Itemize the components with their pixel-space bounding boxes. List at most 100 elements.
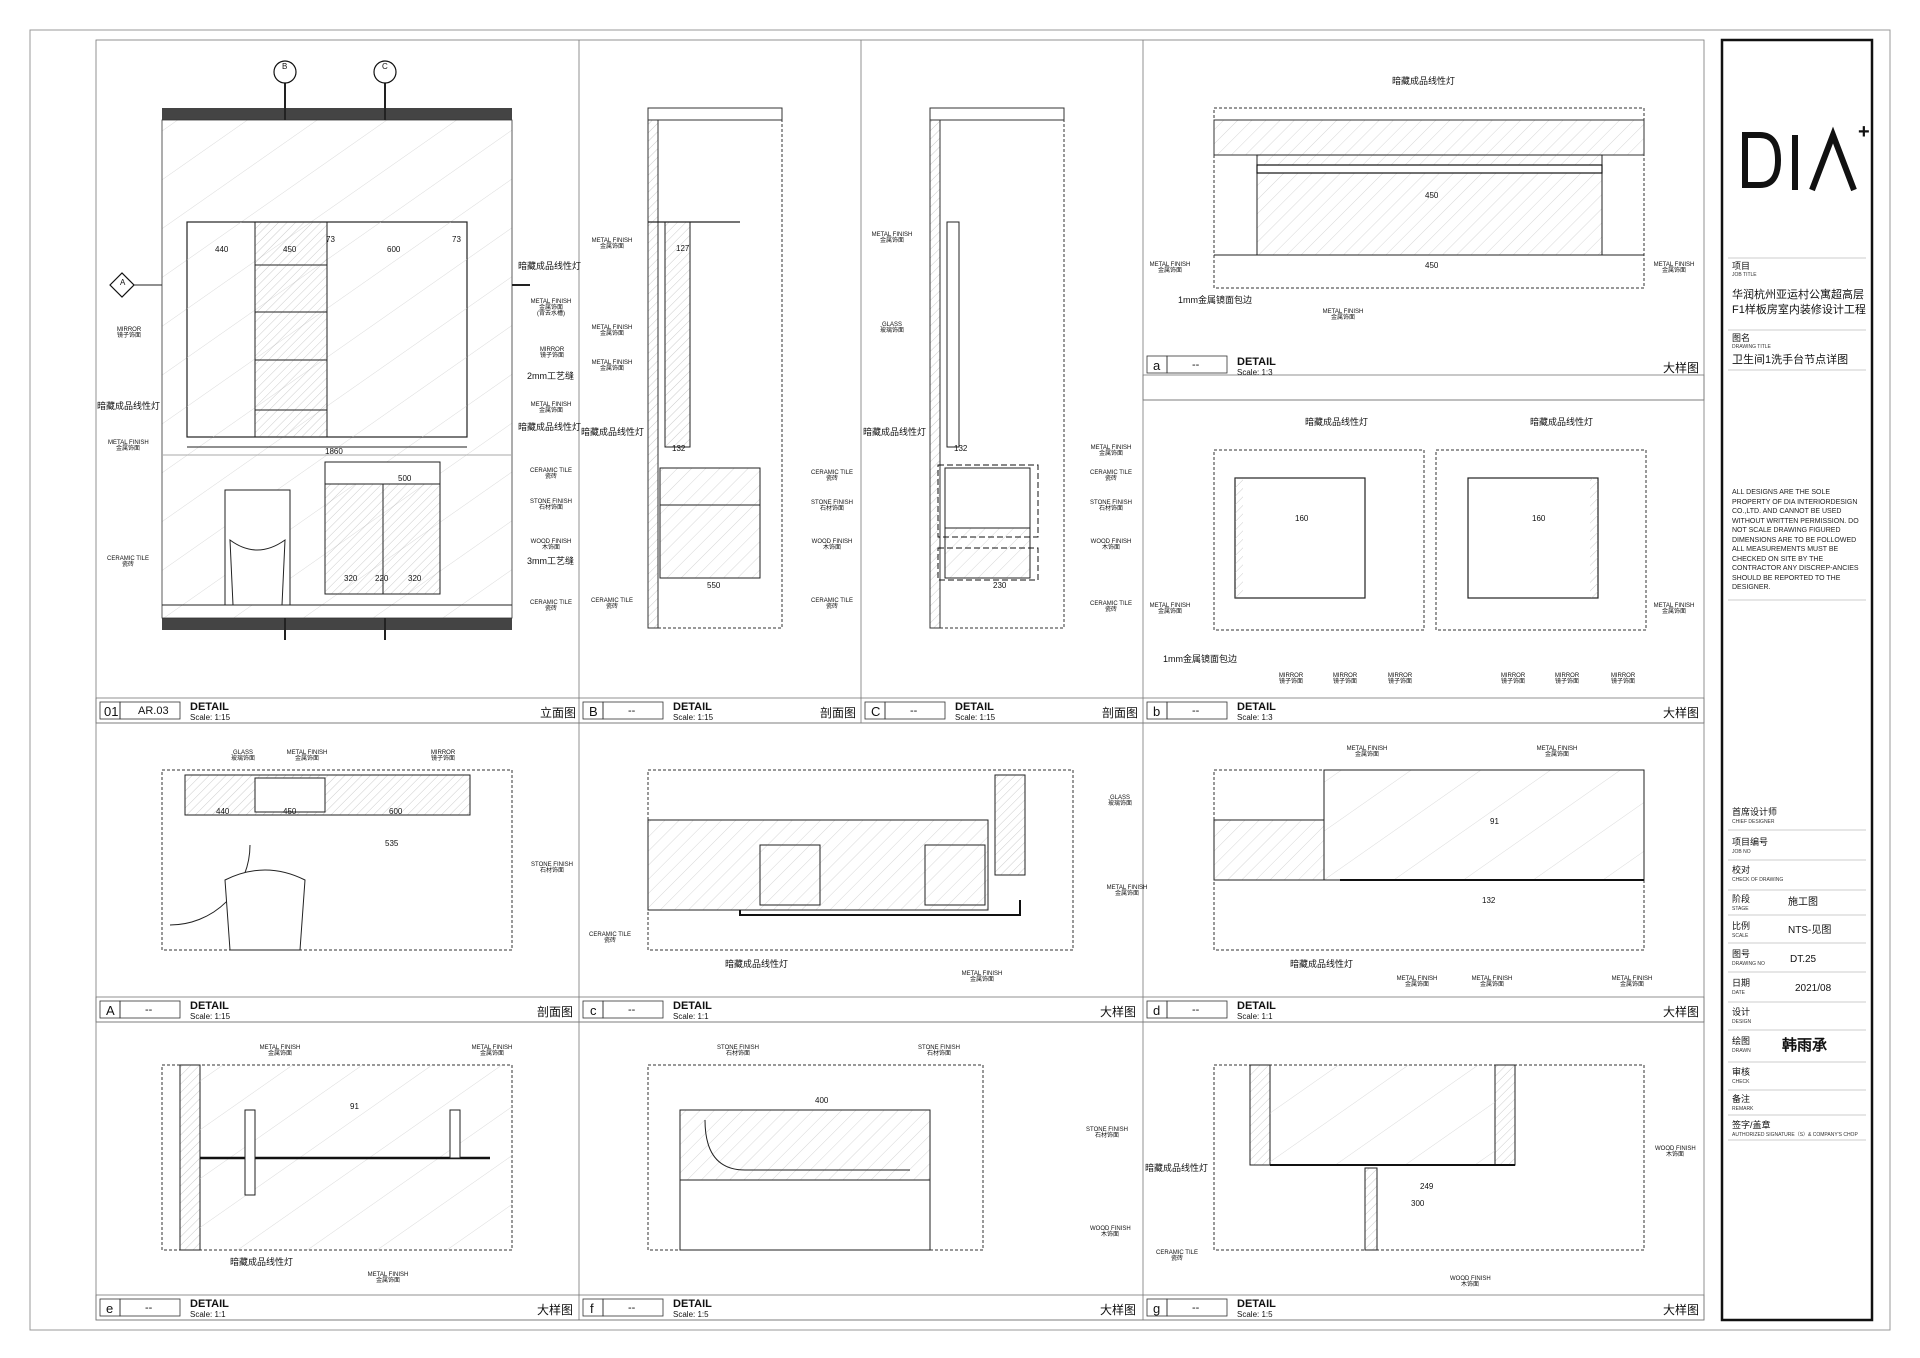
note-light-e: 暗藏成品线性灯 <box>230 1257 294 1267</box>
note-light-b2: 暗藏成品线性灯 <box>1530 417 1594 427</box>
panel-01-detail: DETAIL <box>190 701 229 713</box>
dim-440: 440 <box>215 245 229 254</box>
panel-a-scale: Scale: 1:3 <box>1237 368 1273 377</box>
dim-a-450b: 450 <box>1425 261 1439 270</box>
dim-A-450: 450 <box>283 807 297 816</box>
tb-drawing-title-en: DRAWING TITLE <box>1732 344 1771 350</box>
tb-row-chief-en: CHIEF DESIGNER <box>1732 819 1775 825</box>
tb-row-scale-cn: 比例 <box>1732 921 1751 931</box>
note-light-b1: 暗藏成品线性灯 <box>1305 417 1369 427</box>
tb-row-drawno-cn: 图号 <box>1732 949 1751 959</box>
dim-230: 230 <box>993 581 1007 590</box>
note-light-c: 暗藏成品线性灯 <box>863 427 927 437</box>
dim-132b: 132 <box>672 444 686 453</box>
panel-d-detail: DETAIL <box>1237 1000 1276 1012</box>
tb-row-design-en: DESIGN <box>1732 1019 1752 1025</box>
tb-row-review-en: CHECK <box>1732 1079 1750 1085</box>
panel-d-ref: -- <box>1192 1004 1200 1016</box>
dim-73b: 73 <box>452 235 461 244</box>
panel-b-type: 剖面图 <box>820 706 857 720</box>
tb-row-date-en: DATE <box>1732 990 1745 996</box>
tb-row-sign-en: AUTHORIZED SIGNATURE（S）& COMPANY'S CHOP <box>1732 1132 1858 1138</box>
tb-row-check-cn: 校对 <box>1732 865 1751 875</box>
panel-e-scale: Scale: 1:1 <box>190 1310 226 1319</box>
tb-row-jobno-en: JOB NO <box>1732 849 1751 855</box>
dia-logo <box>1742 126 1857 192</box>
tb-project-line1: 华润杭州亚运村公寓超高层 <box>1732 289 1864 301</box>
dim-450: 450 <box>283 245 297 254</box>
panel-c-ref: -- <box>910 705 918 717</box>
panel-b-small-type: 大样图 <box>1663 706 1700 720</box>
panel-c-small-id: c <box>590 1003 597 1018</box>
tb-row-chief-cn: 首席设计师 <box>1732 807 1778 817</box>
logo-plus: + <box>1858 121 1870 143</box>
tb-row-drawn-cn: 绘图 <box>1732 1036 1751 1046</box>
section-b-drawing <box>647 107 783 629</box>
tb-drawing-title-value: 卫生间1洗手台节点详图 <box>1732 354 1849 366</box>
panel-A-detail: DETAIL <box>190 1000 229 1012</box>
tb-job-title-en: JOB TITLE <box>1732 272 1757 278</box>
tb-row-drawno-en: DRAWING NO <box>1732 961 1765 967</box>
panel-c-small-ref: -- <box>628 1004 636 1016</box>
dim-550: 550 <box>707 581 721 590</box>
dim-132c: 132 <box>954 444 968 453</box>
panel-f-detail: DETAIL <box>673 1298 712 1310</box>
elevation-drawing <box>110 65 530 640</box>
note-light-a: 暗藏成品线性灯 <box>1392 76 1456 86</box>
panel-A-ref: -- <box>145 1004 153 1016</box>
panel-e-detail: DETAIL <box>190 1298 229 1310</box>
note-light-c2: 暗藏成品线性灯 <box>725 959 789 969</box>
dim-127: 127 <box>676 244 690 253</box>
panel-d-scale: Scale: 1:1 <box>1237 1012 1273 1021</box>
panel-d-id: d <box>1153 1003 1161 1018</box>
tb-row-stage-cn: 阶段 <box>1732 894 1751 904</box>
dim-320b: 320 <box>408 574 422 583</box>
marker-C: C <box>382 62 388 71</box>
panel-g-type: 大样图 <box>1663 1303 1700 1317</box>
dim-g-300: 300 <box>1411 1199 1425 1208</box>
note-light-3: 暗藏成品线性灯 <box>518 422 582 432</box>
plan-a-drawing <box>161 769 513 951</box>
note-light-g: 暗藏成品线性灯 <box>1145 1163 1209 1173</box>
note-light-2: 暗藏成品线性灯 <box>97 401 161 411</box>
tb-row-drawno-value: DT.25 <box>1790 954 1817 965</box>
panel-b-scale: Scale: 1:15 <box>673 713 714 722</box>
dim-500: 500 <box>398 474 412 483</box>
panel-c-type: 剖面图 <box>1102 706 1139 720</box>
panel-b-ref: -- <box>628 705 636 717</box>
panel-a-type: 大样图 <box>1663 361 1700 375</box>
panel-e-ref: -- <box>145 1302 153 1314</box>
note-gap3: 3mm工艺缝 <box>527 556 574 566</box>
dim-e-91: 91 <box>350 1102 359 1111</box>
panel-c-scale: Scale: 1:15 <box>955 713 996 722</box>
note-gap2: 2mm工艺缝 <box>527 371 574 381</box>
tb-row-date-cn: 日期 <box>1732 978 1751 988</box>
panel-d-type: 大样图 <box>1663 1005 1700 1019</box>
detail-e-drawing <box>161 1064 513 1251</box>
